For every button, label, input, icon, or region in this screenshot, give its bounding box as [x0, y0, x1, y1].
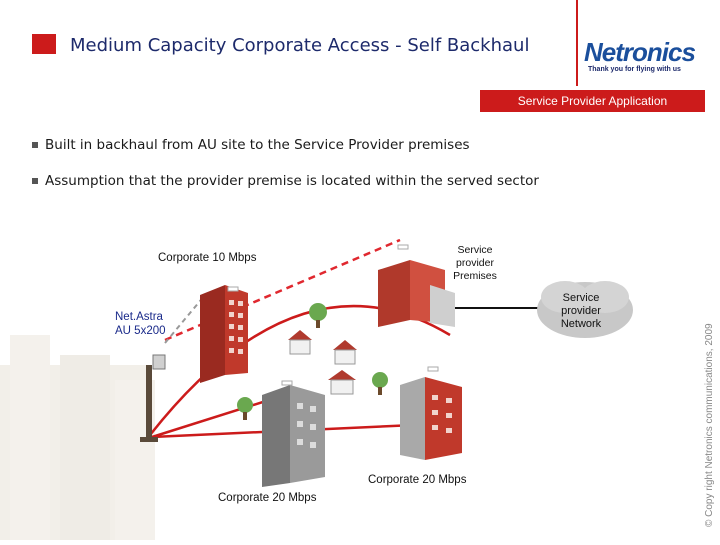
corporate-10-building-icon — [200, 285, 248, 383]
label-line: provider — [456, 257, 494, 269]
service-provider-network-label: Service provider Network — [550, 292, 612, 331]
au-label: Net.Astra AU 5x200 — [115, 310, 166, 338]
house-icon-2 — [333, 340, 357, 365]
bullet-text: Assumption that the provider premise is … — [45, 173, 539, 189]
bullet-text: Built in backhaul from AU site to the Se… — [45, 137, 470, 153]
label-line: Service — [562, 292, 600, 304]
service-provider-premises-icon — [378, 244, 455, 327]
service-provider-network-cloud-icon — [537, 281, 633, 338]
section-banner: Service Provider Application — [480, 90, 705, 112]
copyright-notice: © Copy right Netronics communications, 2… — [704, 323, 715, 527]
label-line: AU 5x200 — [115, 325, 166, 337]
network-diagram: Corporate 10 Mbps Service provider Premi… — [0, 215, 690, 540]
label-line: provider — [561, 305, 601, 317]
label-line: Service — [457, 244, 493, 256]
bullet-marker — [32, 142, 38, 148]
service-provider-premises-label: Service provider Premises — [445, 244, 505, 283]
house-icon-3 — [328, 370, 356, 395]
tree-icon-1 — [309, 303, 327, 328]
bullet-list: Built in backhaul from AU site to the Se… — [32, 133, 672, 205]
link-au-to-corp10 — [164, 294, 206, 344]
house-icon-1 — [288, 330, 312, 355]
logo-wordmark: Netronics — [584, 37, 696, 67]
diagram-canvas — [0, 238, 633, 540]
label-line: Net.Astra — [115, 311, 163, 323]
corporate-10-label: Corporate 10 Mbps — [158, 252, 257, 264]
tree-icon-3 — [237, 397, 253, 420]
bullet-item: Assumption that the provider premise is … — [32, 169, 672, 193]
tree-icon-2 — [372, 372, 388, 395]
label-line: Premises — [453, 270, 497, 282]
logo-tagline: Thank you for flying with us — [588, 66, 681, 73]
header-divider — [576, 0, 578, 86]
bullet-marker — [32, 178, 38, 184]
bullet-item: Built in backhaul from AU site to the Se… — [32, 133, 672, 157]
corporate-20-right-building-icon — [400, 366, 462, 460]
corporate-20-left-building-icon — [262, 380, 325, 487]
city-background — [0, 335, 155, 540]
corporate-20-right-label: Corporate 20 Mbps — [368, 474, 467, 486]
title-marker-square — [32, 34, 56, 54]
netronics-logo: Netronics Thank you for flying with us — [584, 38, 704, 80]
antenna-pole-icon — [140, 354, 166, 442]
corporate-20-left-label: Corporate 20 Mbps — [218, 492, 317, 504]
slide-title: Medium Capacity Corporate Access - Self … — [70, 35, 530, 56]
label-line: Network — [560, 318, 602, 330]
